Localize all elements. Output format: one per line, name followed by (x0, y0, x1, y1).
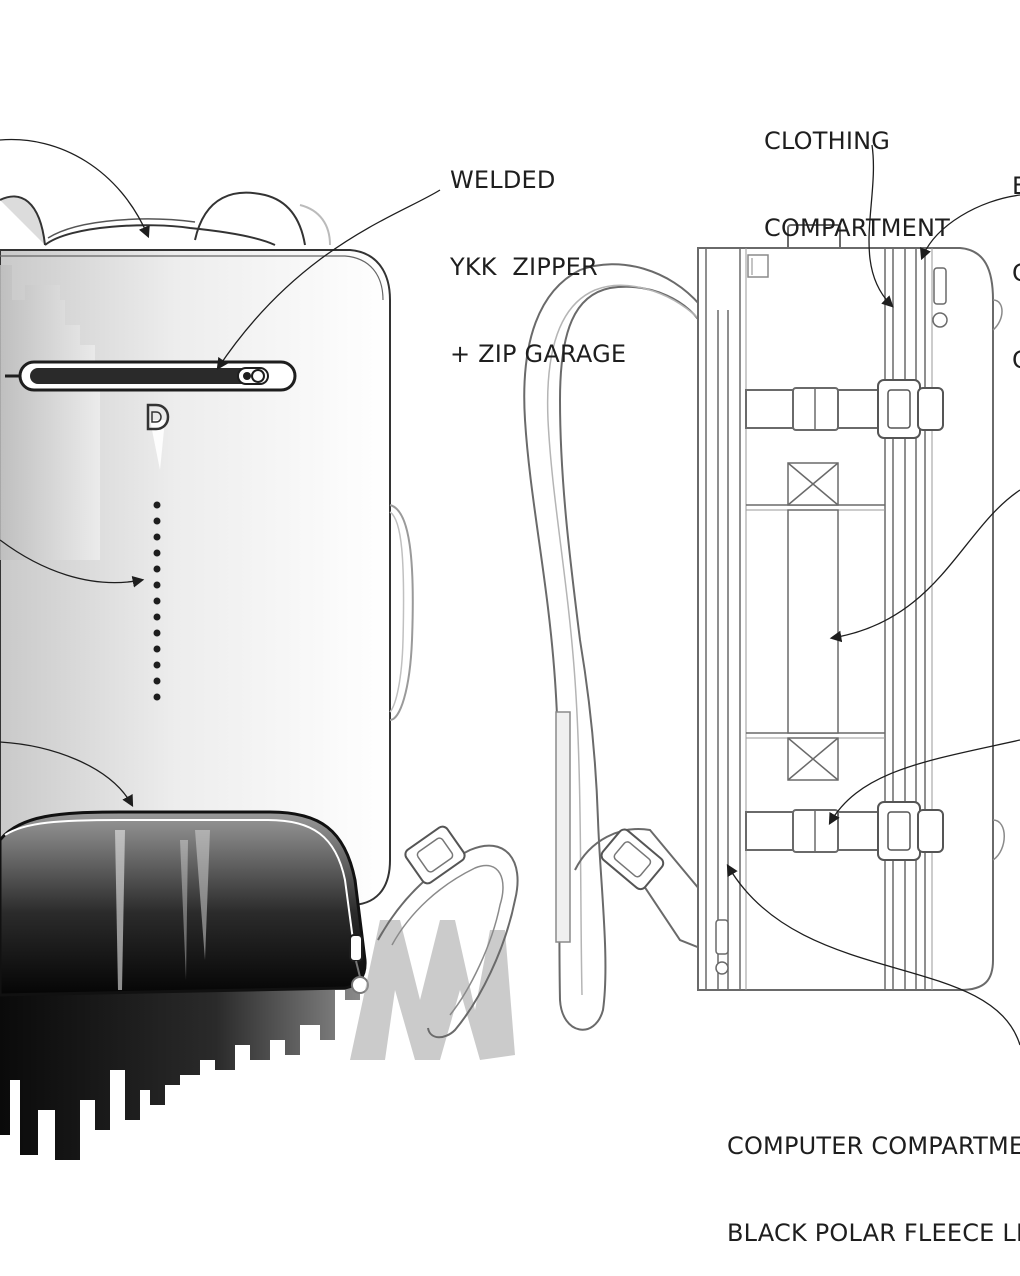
d-logo-icon (146, 403, 170, 431)
arrow-side-handle (829, 489, 1020, 643)
label-welded-line-1: WELDED (450, 166, 556, 194)
label-clothing-line-2: COMPARTMENT (764, 214, 950, 242)
arrow-compression-strap (828, 739, 1020, 826)
label-edge-partial: E C C (1012, 114, 1020, 404)
right-shoulder-strap-top (194, 191, 306, 246)
arrow-top-handle (0, 138, 150, 239)
body-stepped-shading (0, 265, 100, 560)
zipper-pull-icon (237, 367, 269, 385)
label-welded-zipper: WELDED YKK ZIPPER + ZIP GARAGE (450, 108, 626, 398)
bottom-stepped-bars (0, 985, 360, 1160)
side-handle (389, 504, 414, 721)
front-pocket (0, 810, 367, 997)
side-grab-handle (746, 462, 885, 781)
label-computer-compartment: COMPUTER COMPARTME BLACK POLAR FLEECE LI (727, 1074, 1020, 1276)
label-welded-line-2: YKK ZIPPER (450, 253, 598, 281)
compression-strap-bottom (745, 801, 944, 861)
computer-zipper-pull-icon (715, 919, 729, 975)
label-clothing-compartment: CLOTHING COMPARTMENT (764, 69, 950, 272)
label-edge-line-3: C (1012, 346, 1020, 375)
w-shadow (350, 920, 515, 1060)
front-view-backpack (0, 191, 519, 1160)
arrow-computer-compartment (726, 863, 1020, 1046)
side-view-backpack (523, 224, 1005, 1031)
label-edge-line-2: C (1012, 259, 1020, 288)
pocket-zipper-pull-icon (349, 934, 369, 994)
label-welded-line-3: + ZIP GARAGE (450, 340, 627, 368)
side-body (697, 247, 994, 991)
strap-buckle-side (600, 828, 665, 891)
arrow-front-pocket (0, 741, 134, 808)
left-shoulder-strap-top (0, 195, 46, 246)
top-handle (44, 224, 276, 246)
label-clothing-line-1: CLOTHING (764, 127, 891, 155)
daisy-chain-dots (153, 501, 161, 701)
compression-strap-top (745, 379, 944, 439)
clothing-zipper-pull-icon (932, 267, 948, 328)
arrow-edge-compartment (919, 194, 1020, 261)
side-shoulder-strap (523, 263, 706, 1031)
label-edge-line-1: E (1012, 172, 1020, 200)
label-computer-line-2: BLACK POLAR FLEECE LI (727, 1219, 1020, 1247)
strap-buckle-front (404, 825, 466, 885)
arrow-clothing-compartment (868, 144, 894, 308)
label-computer-line-1: COMPUTER COMPARTME (727, 1132, 1020, 1160)
arrow-daisy-chain (0, 539, 145, 588)
arrow-welded-zipper (216, 189, 441, 370)
leader-arrows (0, 138, 1020, 1046)
